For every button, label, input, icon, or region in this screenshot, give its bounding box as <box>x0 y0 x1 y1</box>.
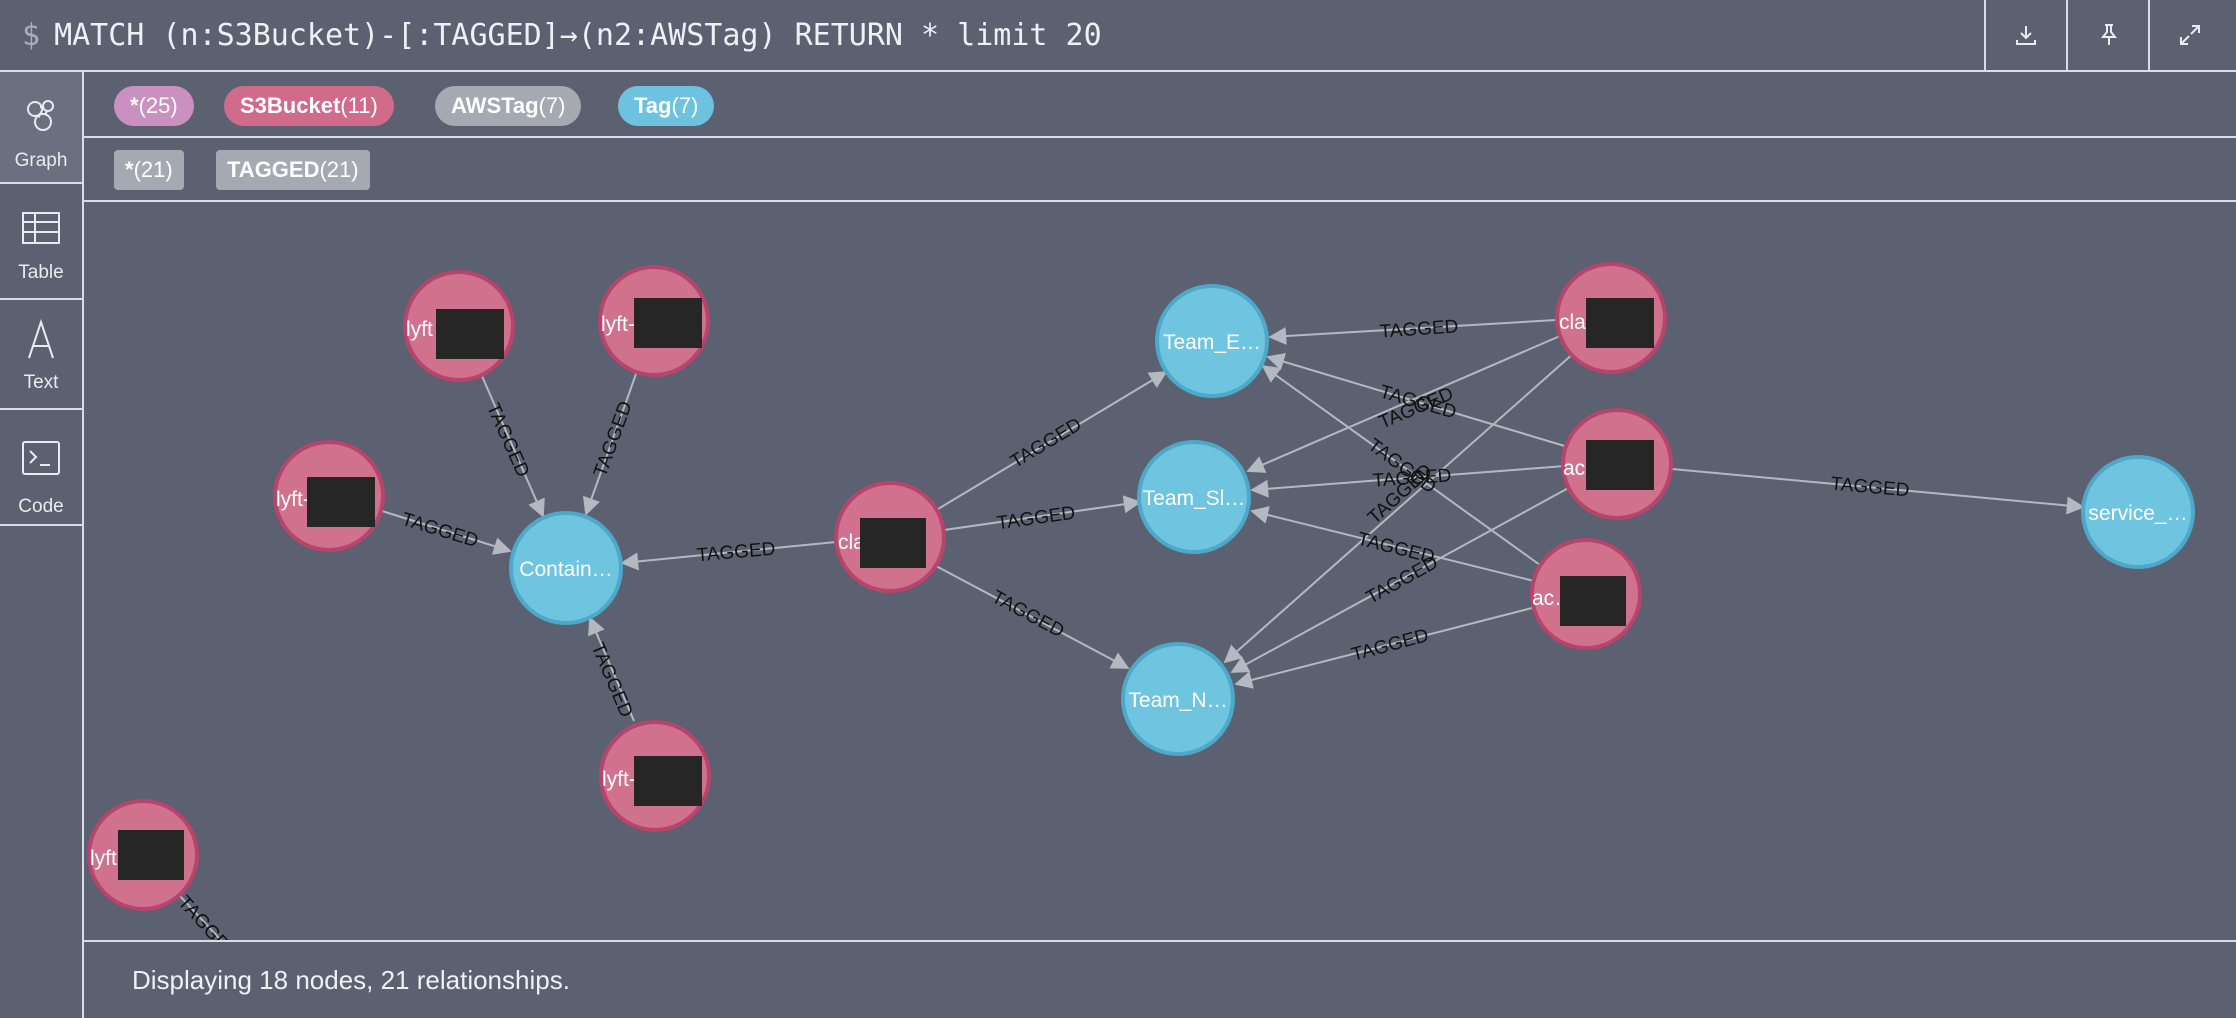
edge-b1-container[interactable] <box>481 375 545 518</box>
node-tag-team-e[interactable]: Team_E… <box>1155 284 1269 398</box>
node-tag-service[interactable]: service_… <box>2081 455 2195 569</box>
edge-b8-teamn[interactable] <box>1234 607 1533 689</box>
download-icon <box>2016 26 2036 45</box>
edge-b7-teame[interactable] <box>1266 353 1569 448</box>
edge-label: TAGGED <box>1830 474 1910 502</box>
node-bucket-7[interactable]: ac… <box>1561 408 1673 520</box>
code-icon <box>22 441 60 475</box>
query-prompt: $ <box>22 18 41 53</box>
edge-label: TAGGED <box>988 587 1067 643</box>
svg-text:Team_N…: Team_N… <box>1128 689 1227 712</box>
node-bucket-4[interactable]: lyft- <box>599 720 711 832</box>
sidebar-label-table: Table <box>18 262 64 283</box>
edge-b8-teams[interactable] <box>1250 506 1535 582</box>
redaction-block <box>1586 298 1654 348</box>
node-tag-container[interactable]: Contain… <box>509 511 623 625</box>
edge-label: TAGGED <box>399 509 481 552</box>
node-bucket-2[interactable]: lyft- <box>598 265 710 377</box>
node-labels-row: *(25) S3Bucket(11) AWSTag(7) Tag(7) <box>84 72 2236 138</box>
edge-label: TAGGED <box>1355 529 1437 568</box>
query-header: $ MATCH (n:S3Bucket)-[:TAGGED]→(n2:AWSTag… <box>0 0 2236 72</box>
svg-text:Team_Sl…: Team_Sl… <box>1143 487 1246 510</box>
query-text[interactable]: $ MATCH (n:S3Bucket)-[:TAGGED]→(n2:AWSTag… <box>22 0 1102 72</box>
fullscreen-button[interactable] <box>2148 0 2230 70</box>
graph-canvas[interactable]: TAGGED TAGGED TAGGED TAGGED TAGGED TAGGE… <box>84 202 2236 942</box>
redaction-block <box>436 309 504 359</box>
node-bucket-6[interactable]: cla… <box>1555 262 1667 374</box>
pin-button[interactable] <box>2066 0 2148 70</box>
svg-text:Contain…: Contain… <box>519 558 612 581</box>
rel-pill-tagged[interactable]: TAGGED(21) <box>216 150 370 190</box>
download-button[interactable] <box>1984 0 2066 70</box>
query-cypher: MATCH (n:S3Bucket)-[:TAGGED]→(n2:AWSTag)… <box>54 18 1102 53</box>
svg-text:lyft-: lyft- <box>602 768 636 791</box>
sidebar-label-graph: Graph <box>14 150 68 171</box>
edge-label: TAGGED <box>173 892 241 942</box>
edge-b7-teams[interactable] <box>1250 465 1566 498</box>
node-bucket-8[interactable]: ac… <box>1530 538 1642 650</box>
edge-label: TAGGED <box>1007 414 1085 473</box>
sidebar-item-graph[interactable]: Graph <box>0 72 82 184</box>
svg-text:Team_E…: Team_E… <box>1163 331 1261 354</box>
redaction-block <box>634 298 702 348</box>
edge-b6-teams[interactable] <box>1246 335 1561 473</box>
label-pill-tag[interactable]: Tag(7) <box>618 86 715 126</box>
status-footer: Displaying 18 nodes, 21 relationships. <box>84 942 2236 1018</box>
edge-b8-teame[interactable] <box>1261 364 1541 566</box>
svg-text:lyft-: lyft- <box>601 313 635 336</box>
edge-b7-service[interactable] <box>1671 468 2085 515</box>
node-bucket-5[interactable]: cla… <box>834 481 946 593</box>
edge-b9-offscreen[interactable] <box>179 895 230 942</box>
expand-icon <box>2180 25 2200 45</box>
sidebar-label-text: Text <box>23 372 59 393</box>
edge-b4-container[interactable] <box>588 616 635 722</box>
status-text: Displaying 18 nodes, 21 relationships. <box>132 965 570 995</box>
node-bucket-9[interactable]: lyft… <box>87 799 199 911</box>
edge-b5-container[interactable] <box>620 541 837 571</box>
edge-label: TAGGED <box>696 539 776 567</box>
edge-label: TAGGED <box>1379 316 1459 342</box>
view-sidebar: Graph Table Text Code <box>0 72 84 1018</box>
redaction-block <box>1560 576 1626 626</box>
edge-label: TAGGED <box>1349 625 1431 666</box>
sidebar-label-code: Code <box>18 496 64 517</box>
label-pill-all[interactable]: *(25) <box>114 86 194 126</box>
svg-text:service_…: service_… <box>2088 502 2187 525</box>
edge-label: TAGGED <box>590 399 637 480</box>
rel-pill-all[interactable]: *(21) <box>114 150 184 190</box>
edge-b7-teamn[interactable] <box>1230 485 1573 673</box>
node-tag-team-n[interactable]: Team_N… <box>1121 642 1235 756</box>
text-icon <box>28 318 54 359</box>
edge-b6-teame[interactable] <box>1268 319 1557 346</box>
svg-text:lyft: lyft <box>406 318 433 341</box>
edge-b5-teamn[interactable] <box>935 565 1130 669</box>
edge-label: TAGGED <box>482 400 533 481</box>
pin-icon <box>2100 24 2118 45</box>
graph-icon <box>27 100 54 131</box>
redaction-block <box>634 756 702 806</box>
sidebar-item-table[interactable]: Table <box>0 184 82 300</box>
node-tag-team-s[interactable]: Team_Sl… <box>1137 440 1251 554</box>
label-pill-s3bucket[interactable]: S3Bucket(11) <box>224 86 394 126</box>
edge-b5-teams[interactable] <box>943 495 1142 531</box>
node-bucket-3[interactable]: lyft- <box>273 440 385 552</box>
redaction-block <box>307 477 375 527</box>
redaction-block <box>860 518 926 568</box>
svg-text:lyft-: lyft- <box>276 488 310 511</box>
edge-label: TAGGED <box>996 503 1077 535</box>
edge-label: TAGGED <box>586 640 636 721</box>
table-icon <box>22 212 60 244</box>
sidebar-item-text[interactable]: Text <box>0 300 82 410</box>
edge-b5-teame[interactable] <box>937 371 1168 510</box>
edge-b3-container[interactable] <box>381 510 512 555</box>
label-pill-awstag[interactable]: AWSTag(7) <box>435 86 582 126</box>
sidebar-item-code[interactable]: Code <box>0 410 82 526</box>
edge-b2-container[interactable] <box>582 373 637 516</box>
node-bucket-1[interactable]: lyft <box>403 270 515 382</box>
rel-types-row: *(21) TAGGED(21) <box>84 138 2236 202</box>
edge-b6-teamn[interactable] <box>1223 351 1576 664</box>
redaction-block <box>118 830 184 880</box>
graph-svg: TAGGED TAGGED TAGGED TAGGED TAGGED TAGGE… <box>87 262 2195 942</box>
redaction-block <box>1586 440 1654 490</box>
